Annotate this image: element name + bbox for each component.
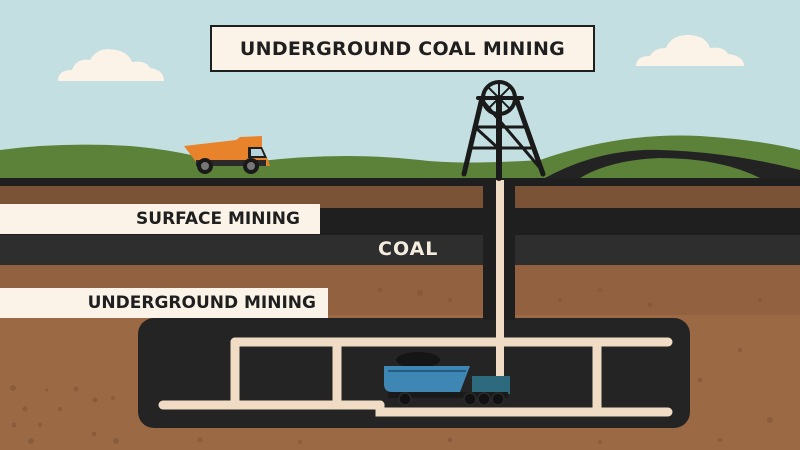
soil-speckles <box>10 287 773 444</box>
surface-mining-label: SURFACE MINING <box>0 204 320 234</box>
coal-seam <box>0 235 800 265</box>
page-title: UNDERGROUND COAL MINING <box>210 25 595 72</box>
road <box>545 149 800 178</box>
hill-right <box>230 135 800 180</box>
coal-label: COAL <box>378 238 439 260</box>
topsoil-layer <box>0 186 800 208</box>
headframe-icon <box>461 80 546 181</box>
tunnel-network <box>158 337 673 417</box>
shaft-pipe <box>496 180 504 380</box>
cloud-icon <box>58 49 164 81</box>
underground-mining-label: UNDERGROUND MINING <box>0 288 328 318</box>
cloud-icon <box>636 34 744 66</box>
surface-line <box>0 178 800 186</box>
dump-truck-icon <box>184 136 270 174</box>
mine-cart-icon <box>384 352 510 406</box>
